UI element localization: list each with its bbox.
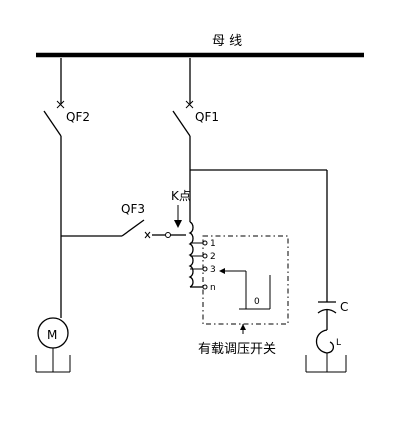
label-tap-3: 3 [210,265,216,275]
busbar-label: 母 线 [212,34,242,49]
label-k-point: K点 [171,189,191,203]
label-capacitor: C [340,300,348,314]
switch-qf1-blade [172,110,191,137]
k-point-arrow [174,205,182,228]
label-tap-n: n [210,283,216,293]
branch-qf3 [61,219,186,239]
switch-qf2-blade [43,110,62,137]
oltc-internal [219,268,271,310]
label-qf1: QF1 [195,110,219,124]
oltc-box [202,235,289,325]
label-tap-2: 2 [210,252,216,262]
label-qf3: QF3 [121,202,145,216]
branch-qf1 [172,58,327,222]
transformer-winding [188,221,203,288]
switch-qf3-blade [121,219,145,237]
label-zero: 0 [254,297,260,307]
label-tap-1: 1 [210,239,216,249]
label-qf2: QF2 [66,110,90,124]
motor-symbol [35,317,71,373]
capacitor-branch [305,170,347,373]
label-inductor: L [336,338,341,348]
label-oltc: 有载调压开关 [198,342,276,357]
tap-leads [190,240,208,290]
oltc-pointer [240,324,246,334]
branch-qf2 [43,58,65,318]
label-motor: M [47,328,57,342]
